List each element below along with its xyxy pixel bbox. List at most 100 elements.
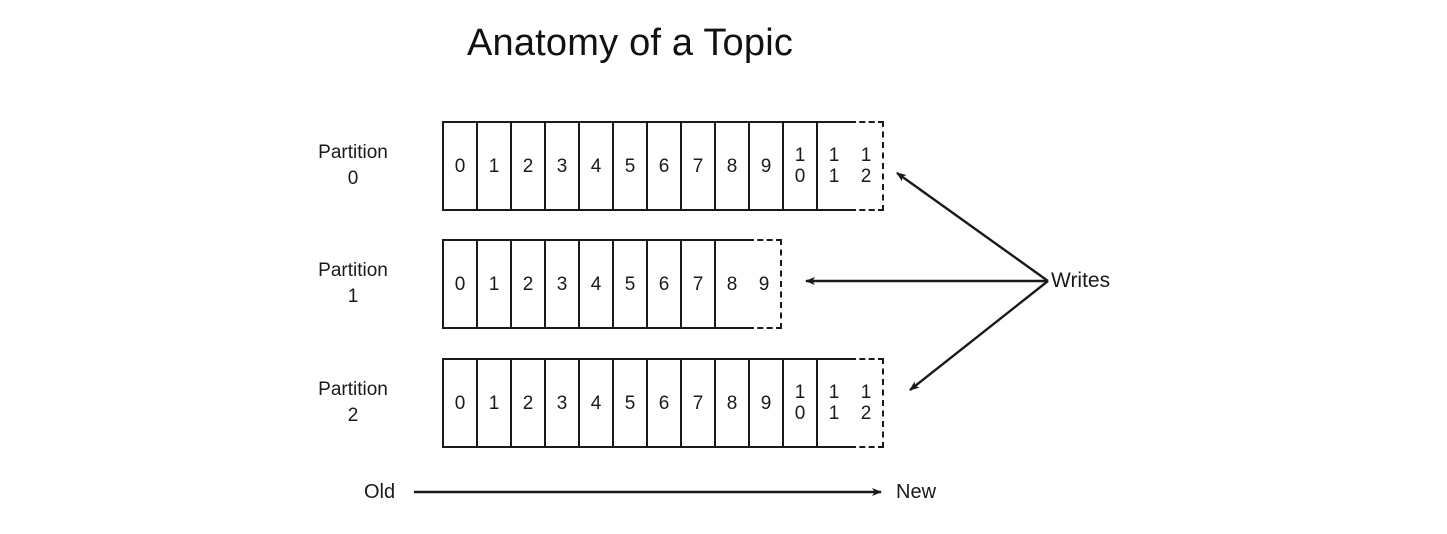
offset-value: 4 <box>591 156 602 177</box>
offset-digit: 9 <box>760 392 772 414</box>
offset-cell: 0 <box>442 121 476 211</box>
offset-value: 4 <box>591 393 602 414</box>
offset-value: 7 <box>693 156 704 177</box>
offset-digit: 8 <box>726 392 738 414</box>
offset-value: 5 <box>625 156 636 177</box>
offset-cell: 6 <box>646 239 680 329</box>
offset-digit: 6 <box>658 392 670 414</box>
offset-cell: 5 <box>612 121 646 211</box>
offset-cell: 3 <box>544 239 578 329</box>
offset-digit: 8 <box>726 273 738 295</box>
partition-label-1: Partition 1 <box>278 258 428 310</box>
offset-value: 8 <box>727 274 738 295</box>
offset-digit: 1 <box>794 145 806 166</box>
offset-digit: 2 <box>860 403 872 424</box>
partition-label-0: Partition 0 <box>278 140 428 192</box>
offset-digit: 7 <box>692 273 704 295</box>
offset-value: 3 <box>557 393 568 414</box>
offset-value: 6 <box>659 156 670 177</box>
offset-cell: 2 <box>510 358 544 448</box>
offset-value: 2 <box>523 393 534 414</box>
offset-digit: 2 <box>522 273 534 295</box>
offset-cell: 4 <box>578 358 612 448</box>
offset-value: 3 <box>557 156 568 177</box>
offset-digit: 2 <box>522 155 534 177</box>
offset-digit: 8 <box>726 155 738 177</box>
offset-value: 3 <box>557 274 568 295</box>
offset-digit: 3 <box>556 273 568 295</box>
offset-cell: 2 <box>510 121 544 211</box>
offset-digit: 5 <box>624 155 636 177</box>
partition-label-word: Partition <box>318 260 388 281</box>
offset-cell: 4 <box>578 121 612 211</box>
offset-value: 9 <box>761 156 772 177</box>
offset-cell: 7 <box>680 358 714 448</box>
offset-cell: 7 <box>680 239 714 329</box>
offset-digit: 0 <box>454 273 466 295</box>
offset-value: 0 <box>455 274 466 295</box>
offset-value: 9 <box>759 274 770 295</box>
offset-digit: 1 <box>828 145 840 166</box>
offset-digit: 2 <box>522 392 534 414</box>
offset-digit: 3 <box>556 155 568 177</box>
offset-digit: 1 <box>794 382 806 403</box>
offset-value: 0 <box>455 393 466 414</box>
offset-cell: 1 <box>476 121 510 211</box>
offset-cell: 8 <box>714 121 748 211</box>
partition-label-index: 0 <box>347 168 359 189</box>
offset-value: 9 <box>761 393 772 414</box>
offset-digit: 7 <box>692 392 704 414</box>
offset-value: 2 <box>523 274 534 295</box>
offset-value: 6 <box>659 274 670 295</box>
offset-cell: 9 <box>748 358 782 448</box>
offset-digit: 1 <box>828 403 840 424</box>
offset-cell: 1 <box>476 239 510 329</box>
offset-cell: 8 <box>714 239 748 329</box>
writes-arrow-partition-2 <box>909 280 1049 391</box>
offset-value: 4 <box>591 274 602 295</box>
offset-value: 7 <box>693 274 704 295</box>
writes-label: Writes <box>1051 269 1111 292</box>
writes-arrow-partition-0 <box>896 172 1049 282</box>
offset-digit: 5 <box>624 273 636 295</box>
offset-cell: 5 <box>612 358 646 448</box>
offset-digit: 4 <box>590 273 602 295</box>
partition-label-index: 1 <box>347 286 359 307</box>
partition-label-word: Partition <box>318 142 388 163</box>
offset-cell: 9 <box>748 121 782 211</box>
offset-digit: 2 <box>860 166 872 187</box>
offset-cell: 6 <box>646 358 680 448</box>
offset-value: 1 <box>489 274 500 295</box>
offset-digit: 0 <box>454 155 466 177</box>
offset-value: 6 <box>659 393 670 414</box>
timeline-old-label: Old <box>364 481 396 503</box>
offset-digit: 1 <box>828 166 840 187</box>
offset-cell: 8 <box>714 358 748 448</box>
offset-cell: 0 <box>442 358 476 448</box>
offset-cell-pending: 9 <box>748 239 782 329</box>
offset-digit: 0 <box>794 403 806 424</box>
offset-digit: 5 <box>624 392 636 414</box>
offset-digit: 3 <box>556 392 568 414</box>
offset-value: 1 <box>489 393 500 414</box>
offset-cell: 3 <box>544 121 578 211</box>
offset-value: 1 <box>489 156 500 177</box>
offset-value: 0 <box>455 156 466 177</box>
offset-digit: 1 <box>488 273 500 295</box>
partition-label-word: Partition <box>318 379 388 400</box>
